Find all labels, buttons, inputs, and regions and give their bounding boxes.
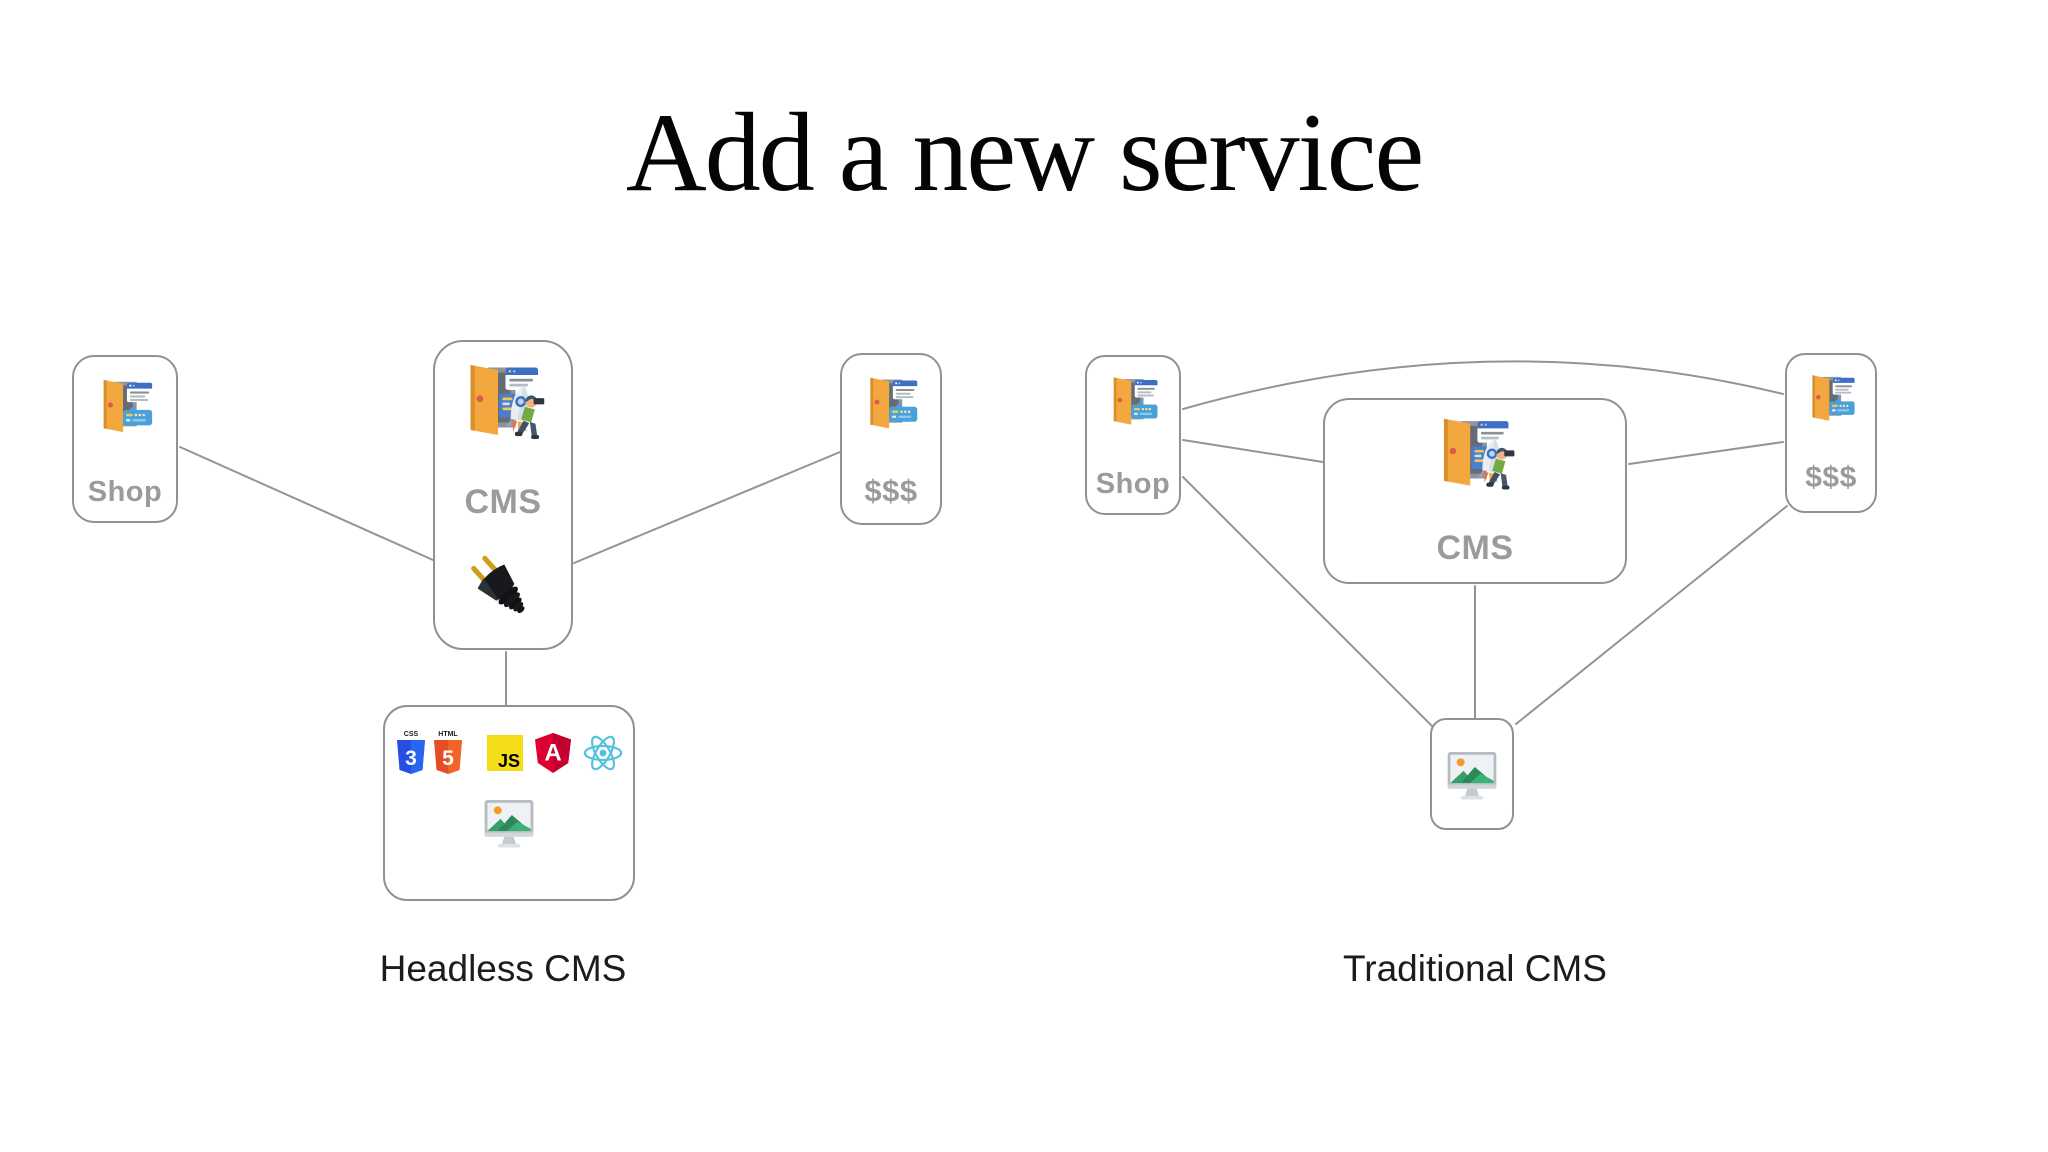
connector-traditional-cms-revenue — [1628, 441, 1784, 465]
html5-icon — [431, 729, 465, 777]
framework-logo-row — [394, 727, 625, 779]
connector-headless-shop-cms — [179, 446, 434, 561]
connector-traditional-shop-cms — [1182, 439, 1324, 463]
node-revenue: $$$ — [840, 353, 942, 525]
monitor-icon — [479, 795, 539, 850]
node-display — [1430, 718, 1514, 830]
node-revenue: $$$ — [1785, 353, 1877, 513]
backend-icon — [1105, 373, 1161, 429]
backend-icon — [94, 375, 156, 437]
css3-icon — [394, 729, 428, 777]
node-label-shop: Shop — [87, 476, 163, 508]
node-label-cms: CMS — [464, 482, 542, 521]
node-label-revenue: $$$ — [1805, 461, 1857, 494]
node-cms: CMS — [1323, 398, 1627, 584]
page-title: Add a new service — [625, 91, 1424, 215]
monitor-icon — [1442, 747, 1502, 802]
angular-icon — [533, 732, 573, 774]
caption-headless-cms: Headless CMS — [379, 948, 627, 989]
backend-icon — [1804, 371, 1858, 425]
react-icon — [581, 733, 625, 773]
node-cms: CMS — [433, 340, 573, 650]
js-icon — [487, 735, 523, 771]
node-label-shop: Shop — [1095, 468, 1171, 500]
connector-headless-cms-revenue — [573, 451, 841, 564]
backend-icon — [861, 373, 921, 433]
node-frontend-frameworks — [383, 705, 635, 901]
caption-traditional-cms: Traditional CMS — [1343, 948, 1607, 989]
cms-rocket-icon — [1432, 414, 1518, 500]
cms-rocket-icon — [458, 360, 548, 450]
node-label-revenue: $$$ — [864, 473, 918, 508]
node-label-cms: CMS — [1436, 529, 1514, 567]
plug-icon — [465, 554, 541, 630]
node-shop: Shop — [72, 355, 178, 523]
node-shop: Shop — [1085, 355, 1181, 515]
